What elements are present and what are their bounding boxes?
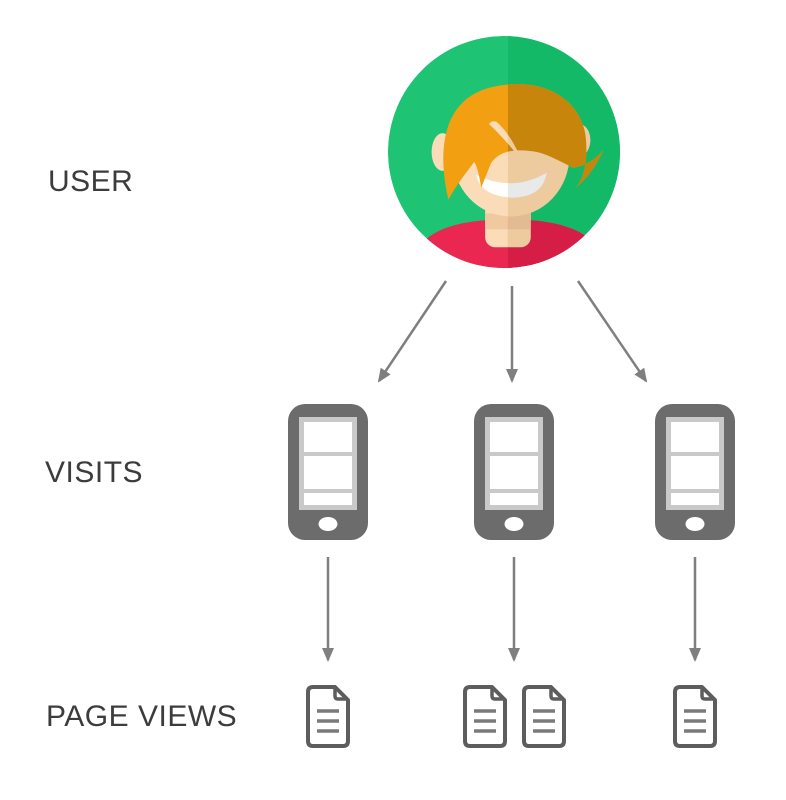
page-views-group xyxy=(635,684,755,750)
document-page xyxy=(673,685,717,748)
page-views-row-label: PAGE VIEWS xyxy=(46,700,238,733)
phone-screen-row xyxy=(304,456,352,489)
document-icon xyxy=(306,685,350,748)
visit-phone xyxy=(454,404,574,540)
phone-screen-row xyxy=(490,422,538,452)
document-page xyxy=(306,685,350,748)
arrow-user-to-visit-3 xyxy=(576,280,648,383)
document-fold xyxy=(548,688,563,701)
phone-screen-row xyxy=(490,493,538,505)
document-page xyxy=(521,685,566,748)
phone-home-button xyxy=(504,517,524,531)
document-icon xyxy=(462,685,507,748)
visit-phone xyxy=(635,404,755,540)
phone-screen-row xyxy=(304,493,352,505)
visit-column xyxy=(635,404,755,756)
document-fold xyxy=(489,688,504,701)
visit-column xyxy=(268,404,388,756)
user-avatar xyxy=(385,33,623,271)
phone-screen-row xyxy=(671,456,719,489)
visit-column xyxy=(454,404,574,756)
smartphone-icon xyxy=(288,404,368,540)
phone-screen-row xyxy=(671,422,719,452)
visit-phone xyxy=(268,404,388,540)
phone-home-button xyxy=(685,517,705,531)
document-icon xyxy=(521,685,566,748)
document-fold xyxy=(700,688,714,701)
document-icon xyxy=(673,685,717,748)
document-fold xyxy=(333,688,347,701)
phone-home-button xyxy=(318,517,338,531)
visits-row-label: VISITS xyxy=(45,456,144,489)
phone-screen-row xyxy=(490,456,538,489)
phone-screen-row xyxy=(671,493,719,505)
phone-screen-row xyxy=(304,422,352,452)
document-page xyxy=(462,685,507,748)
avatar-circle xyxy=(387,35,621,269)
user-avatar-icon xyxy=(387,35,621,269)
smartphone-icon xyxy=(655,404,735,540)
smartphone-icon xyxy=(474,404,554,540)
arrow-user-to-visit-1 xyxy=(377,280,448,383)
page-views-group xyxy=(454,684,574,750)
user-row-label: USER xyxy=(48,165,134,198)
page-views-group xyxy=(268,684,388,750)
